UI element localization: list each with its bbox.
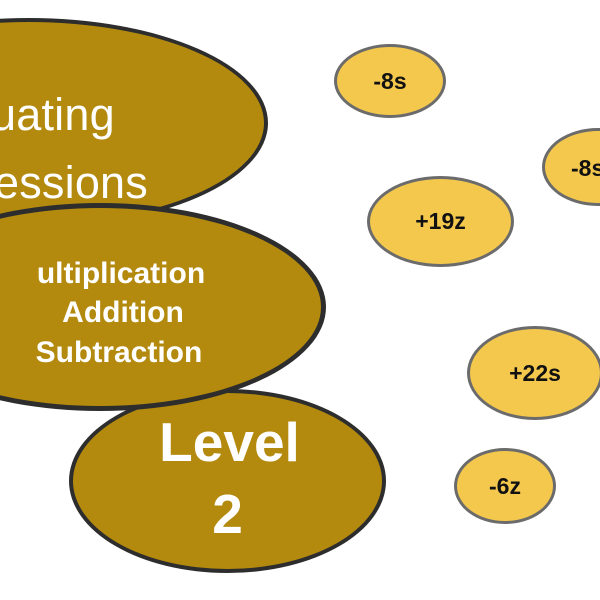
title-oval: uating essions xyxy=(0,18,268,228)
term-text-3: +19z xyxy=(415,208,466,234)
level-number: 2 xyxy=(212,483,243,545)
term-text-2: -8s xyxy=(571,155,600,181)
operation-subtraction: Subtraction xyxy=(35,336,203,369)
term-oval-1: -8s xyxy=(334,44,446,118)
title-line-2: essions xyxy=(0,157,148,208)
operation-addition: Addition xyxy=(62,296,184,329)
level-text-block: Level 2 xyxy=(73,393,382,569)
term-oval-5: -6z xyxy=(454,448,556,524)
term-oval-2: -8s xyxy=(542,128,600,206)
term-text-1: -8s xyxy=(373,67,407,94)
title-text-block: uating essions xyxy=(0,22,264,224)
level-oval: Level 2 xyxy=(69,389,386,573)
term-text-4: +22s xyxy=(509,359,561,386)
term-text-5: -6z xyxy=(489,472,521,499)
operation-multiplication: ultiplication xyxy=(36,257,206,290)
term-oval-3: +19z xyxy=(367,176,514,267)
operations-oval: ultiplication Addition Subtraction xyxy=(0,203,326,411)
operations-text-block: ultiplication Addition Subtraction xyxy=(0,208,321,406)
level-label: Level xyxy=(159,411,300,473)
title-line-1: uating xyxy=(0,89,115,140)
term-oval-4: +22s xyxy=(467,326,600,420)
